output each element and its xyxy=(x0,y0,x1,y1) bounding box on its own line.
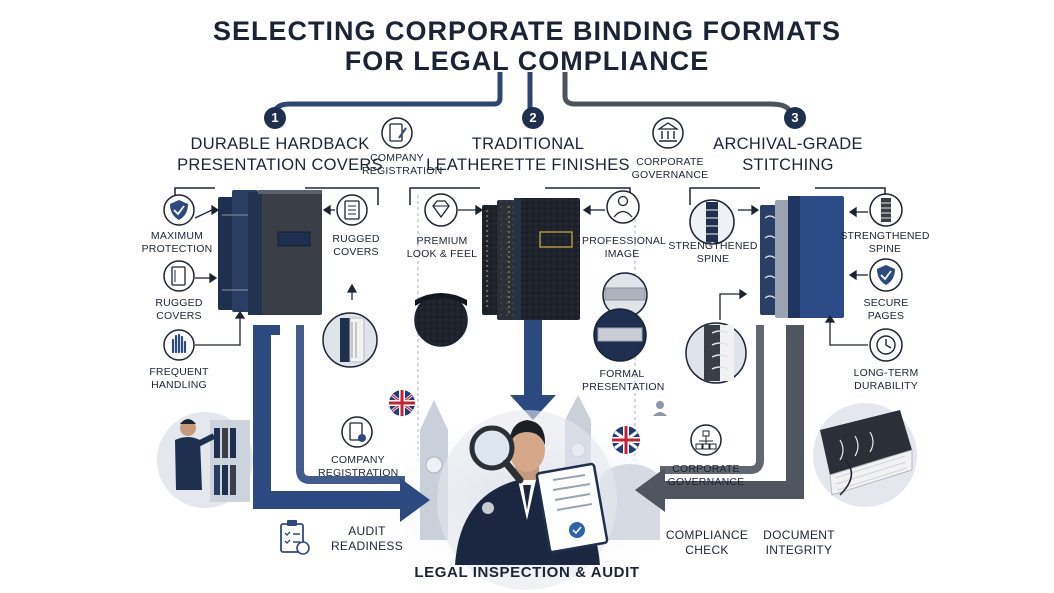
label-strengthened-spine-left: STRENGTHENED SPINE xyxy=(668,240,758,265)
main-title-line2: FOR LEGAL COMPLIANCE xyxy=(344,46,710,76)
label-strengthened-spine-right: STRENGTHENED SPINE xyxy=(840,230,930,255)
org-chart-icon xyxy=(690,424,722,456)
connector-arrows-col1 xyxy=(194,204,358,346)
label-compliance-check: COMPLIANCE CHECK xyxy=(665,528,749,557)
magnifying-glass-icon xyxy=(469,425,524,484)
label-formal-presentation: FORMAL PRESENTATION xyxy=(582,368,665,393)
label-rugged-covers-left: RUGGED COVERS xyxy=(155,297,203,322)
hardback-books-illustration xyxy=(218,190,322,315)
col2-heading-line2: LEATHERETTE FINISHES xyxy=(426,156,630,174)
uk-flag-icon xyxy=(389,390,415,416)
label-corporate-governance-bottom: CORPORATE GOVERNANCE xyxy=(667,463,745,488)
clock-icon xyxy=(869,328,903,362)
main-title-line1: SELECTING CORPORATE BINDING FORMATS xyxy=(213,16,841,46)
col1-heading: DURABLE HARDBACK PRESENTATION COVERS xyxy=(170,134,390,176)
col1-heading-line1: DURABLE HARDBACK xyxy=(190,135,370,153)
office-filing-illustration xyxy=(157,412,253,508)
book-pages-icon xyxy=(163,260,195,292)
label-company-registration-top: COMPANY REGISTRATION xyxy=(362,152,443,177)
businessman-icon xyxy=(606,190,640,224)
metallic-plate-swatch-2 xyxy=(593,308,647,362)
bottom-title: LEGAL INSPECTION & AUDIT xyxy=(414,564,640,581)
hand-stop-icon xyxy=(163,329,195,361)
spine-icon xyxy=(869,193,903,227)
leather-texture-swatch xyxy=(414,293,468,347)
label-premium-look: PREMIUM LOOK & FEEL xyxy=(406,235,478,260)
uk-flag-icon xyxy=(612,426,640,454)
label-rugged-covers-right: RUGGED COVERS xyxy=(332,233,380,258)
document-check-icon xyxy=(341,416,373,448)
leatherette-books-illustration xyxy=(482,198,580,320)
col2-heading: TRADITIONAL LEATHERETTE FINISHES xyxy=(418,134,638,176)
stitching-closeup xyxy=(685,322,747,384)
label-audit-readiness: AUDIT READINESS xyxy=(330,524,404,553)
shield-check-icon xyxy=(163,194,195,226)
col2-heading-line1: TRADITIONAL xyxy=(471,135,585,153)
label-long-term-durability: LONG-TERM DURABILITY xyxy=(853,367,919,392)
flow-arrows xyxy=(253,320,804,522)
label-company-registration-bottom: COMPANY REGISTRATION xyxy=(318,454,399,479)
label-secure-pages: SECURE PAGES xyxy=(863,297,909,322)
book-corner-closeup xyxy=(322,312,378,368)
spine-icon xyxy=(689,199,735,245)
stitched-books-illustration xyxy=(760,196,844,318)
document-pen-icon xyxy=(381,117,413,149)
col3-heading: ARCHIVAL-GRADE STITCHING xyxy=(688,134,888,176)
col1-heading-line2: PRESENTATION COVERS xyxy=(177,156,383,174)
step-badge-2: 2 xyxy=(522,107,544,129)
person-icon-small xyxy=(653,401,667,416)
stitched-book-closeup xyxy=(813,403,917,507)
label-frequent-handling: FREQUENT HANDLING xyxy=(149,366,209,391)
certificate-document xyxy=(535,462,609,554)
col3-heading-line1: ARCHIVAL-GRADE xyxy=(713,135,863,153)
label-maximum-protection: MAXIMUM PROTECTION xyxy=(141,230,213,255)
label-corporate-governance-top: CORPORATE GOVERNANCE xyxy=(631,156,709,181)
document-icon xyxy=(336,194,368,226)
connector-arrows-col3 xyxy=(719,204,868,346)
step-badge-3: 3 xyxy=(784,107,806,129)
col3-heading-line2: STITCHING xyxy=(742,156,834,174)
step-badge-1: 1 xyxy=(264,107,286,129)
bank-building-icon xyxy=(652,117,684,149)
connector-arrows-col2 xyxy=(458,204,605,216)
label-document-integrity: DOCUMENT INTEGRITY xyxy=(763,528,835,557)
diamond-icon xyxy=(424,193,458,227)
shield-check-icon xyxy=(869,258,903,292)
clipboard-checklist-icon xyxy=(280,520,310,555)
label-professional-image: PROFESSIONAL IMAGE xyxy=(582,235,667,260)
